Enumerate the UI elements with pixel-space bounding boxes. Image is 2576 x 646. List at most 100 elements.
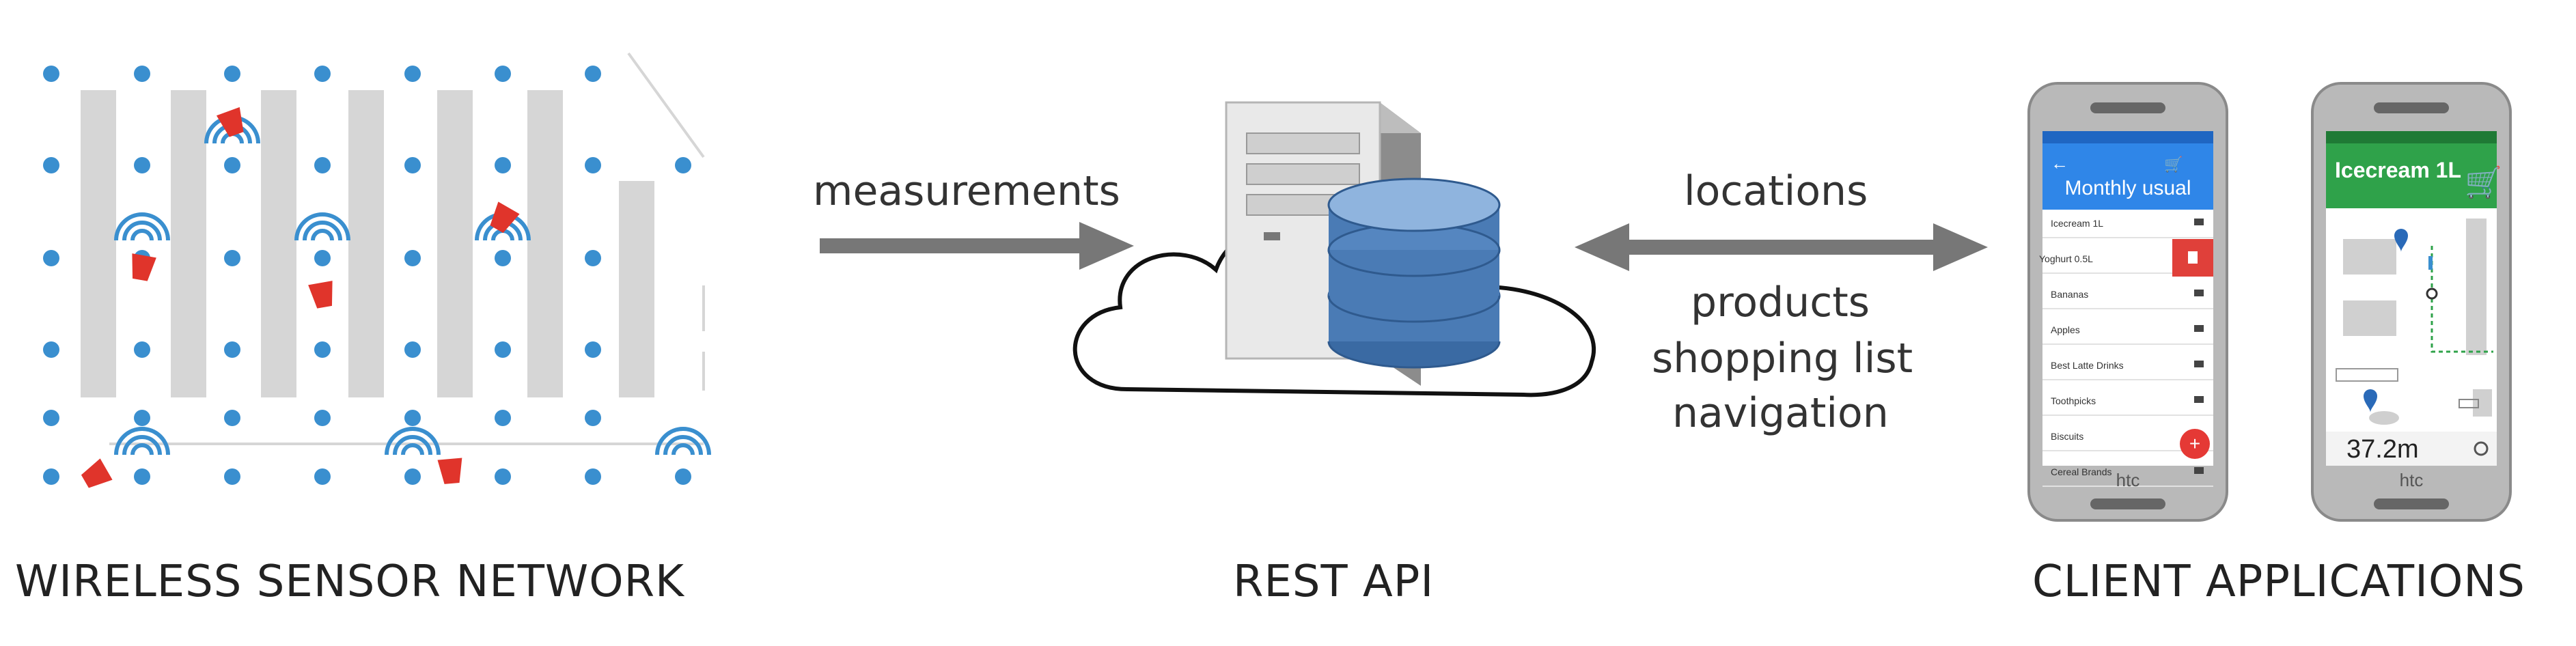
map-shelf [2343, 300, 2396, 336]
menu-icon [2194, 361, 2204, 367]
location-pin-icon [2364, 389, 2377, 412]
measurements-arrow [820, 222, 1134, 270]
sensor-node [314, 250, 331, 266]
cart-icon[interactable]: 🛒 [2465, 165, 2502, 199]
plus-icon: + [2189, 433, 2200, 454]
map-shelf [2466, 219, 2487, 355]
phone-right: Icecream 1L 🛒 37.2m htc [2311, 82, 2512, 522]
status-bar [2326, 131, 2497, 143]
shelf [527, 90, 563, 397]
back-icon[interactable]: ← [2051, 153, 2068, 173]
cart-icon[interactable]: 🛒 [2164, 156, 2183, 173]
mobile-device-icon [490, 201, 520, 234]
sensor-nodes [43, 66, 691, 485]
shopping-list-label: shopping list [1652, 335, 1913, 382]
distance-readout: 37.2m [2346, 435, 2419, 464]
menu-icon [2194, 467, 2204, 474]
sensor-node [404, 341, 421, 358]
bidirectional-arrow [1575, 223, 1988, 271]
navigation-header [2326, 143, 2497, 208]
menu-icon [2194, 325, 2204, 332]
mobile-device-icon [81, 458, 113, 488]
sensor-node [134, 410, 150, 426]
shelf [348, 90, 384, 397]
shelf [619, 181, 654, 397]
sensor-node [675, 468, 691, 485]
sensor-node [134, 157, 150, 173]
shelf [437, 90, 473, 397]
sensor-network-floorplan [43, 52, 711, 488]
mobile-devices [81, 107, 520, 488]
list-item-label: Apples [2051, 324, 2080, 335]
arrow-head [1079, 222, 1134, 270]
sensor-node [43, 410, 59, 426]
sensor-node [134, 341, 150, 358]
sensor-node [585, 341, 601, 358]
database-icon [1327, 178, 1501, 369]
sensor-node [43, 250, 59, 266]
sensor-node [585, 250, 601, 266]
list-item-label: Best Latte Drinks [2051, 360, 2124, 371]
sensor-node [224, 410, 240, 426]
sensor-node [224, 341, 240, 358]
sensor-node [43, 468, 59, 485]
direction-indicator [2428, 256, 2433, 270]
products-label: products [1691, 279, 1870, 326]
sensor-node [585, 410, 601, 426]
walls [109, 52, 705, 445]
sensor-node [224, 66, 240, 82]
drive-bay [1246, 132, 1360, 154]
drive-bay [1246, 163, 1360, 185]
shelves [81, 90, 654, 397]
menu-icon [2194, 219, 2204, 225]
location-pin-icon [2394, 229, 2408, 252]
list-item-label: Cereal Brands [2051, 466, 2112, 477]
shelf [261, 90, 296, 397]
map-shelf [2336, 368, 2398, 382]
trash-icon [2188, 251, 2198, 264]
list-item[interactable]: Bananas [2042, 289, 2213, 309]
map-label [2459, 399, 2479, 408]
mobile-device-icon [437, 458, 462, 484]
map-shelf [2473, 389, 2492, 417]
sensor-node [404, 468, 421, 485]
list-item[interactable]: Apples [2042, 324, 2213, 345]
list-item[interactable]: Best Latte Drinks [2042, 360, 2213, 380]
user-shadow [2369, 411, 2399, 425]
list-item-label: Toothpicks [2051, 395, 2096, 406]
speaker-grille [2374, 102, 2449, 113]
measurements-label: measurements [813, 167, 1120, 215]
arrow-shaft [820, 238, 1079, 253]
phone-brand: htc [2400, 470, 2424, 490]
sensor-node [585, 468, 601, 485]
speaker-grille [2090, 102, 2165, 113]
list-item-label: Icecream 1L [2051, 218, 2103, 229]
sensor-node [585, 66, 601, 82]
sensor-node [495, 468, 511, 485]
list-item-label: Bananas [2051, 289, 2088, 300]
list-item[interactable]: Cereal Brands [2042, 466, 2213, 487]
sensor-node [495, 341, 511, 358]
sensor-node [43, 66, 59, 82]
phone-left: Monthly usual ← 🛒 Icecream 1L Yoghurt 0.5… [2027, 82, 2228, 522]
list-item-label: Yoghurt 0.5L [2039, 253, 2093, 264]
add-item-button[interactable] [2180, 429, 2210, 459]
navigation-route [2430, 246, 2493, 353]
speaker-grille [2374, 498, 2449, 509]
wall-diagonal [627, 52, 705, 158]
eye-icon[interactable] [2474, 441, 2489, 456]
sensor-node [404, 250, 421, 266]
sensor-node [134, 66, 150, 82]
sensor-node [495, 410, 511, 426]
wifi-icon [385, 427, 441, 455]
list-item[interactable]: Toothpicks [2042, 395, 2213, 416]
list-item[interactable]: Icecream 1L [2042, 218, 2213, 238]
sensor-node [224, 157, 240, 173]
locations-label: locations [1684, 167, 1868, 215]
app-bar-title: Monthly usual [2064, 177, 2191, 199]
arrow-head-left [1575, 223, 1629, 271]
distance-bar [2326, 432, 2497, 466]
arrow-shaft [1629, 240, 1933, 255]
